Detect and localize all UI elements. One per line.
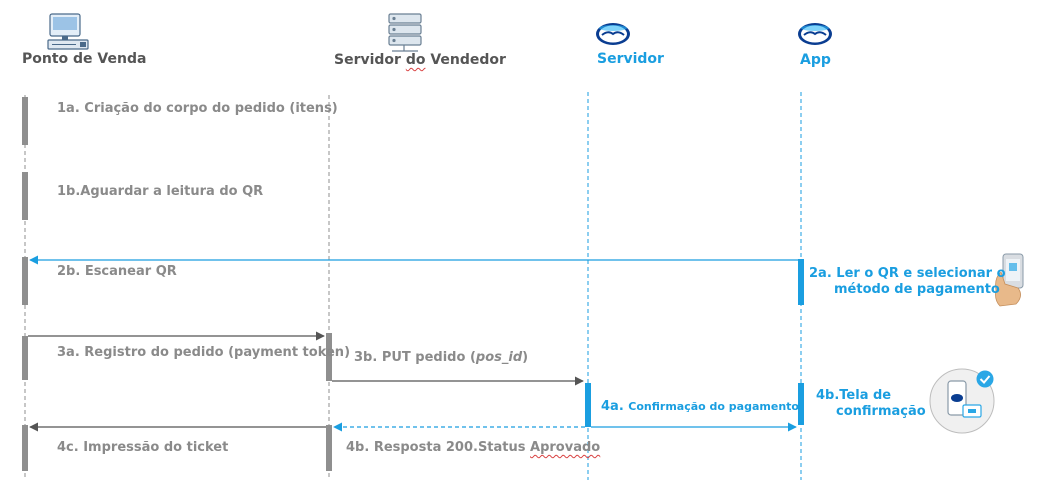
participant-label-suffix: Vendedor: [425, 52, 506, 68]
step-4b-app-line1: 4b.Tela de: [816, 388, 892, 403]
step-4c-label: 4c. Impressão do ticket: [57, 440, 229, 455]
activation-bar: [22, 425, 28, 471]
step-1a-label: 1a. Criação do corpo do pedido (itens): [57, 101, 338, 116]
participant-label-prefix: Servidor: [334, 52, 406, 68]
step-1b-label: 1b.Aguardar a leitura do QR: [57, 184, 264, 199]
activation-bar: [22, 336, 28, 380]
participant-label-underlined: do: [405, 52, 426, 68]
step-4a-label: 4a. Confirmação do pagamento: [601, 399, 799, 414]
step-3b-suffix: ): [522, 350, 529, 365]
step-4b-response-underlined: Aprovado: [530, 440, 601, 455]
activation-bar: [326, 333, 332, 381]
participant-ponto-de-venda: Ponto de Venda: [22, 51, 147, 67]
activation-bar: [326, 425, 332, 471]
server-rack-icon: [388, 13, 422, 52]
handshake-logo-icon: [798, 23, 832, 45]
step-3b-italic: pos_id: [475, 350, 523, 365]
step-2b-label: 2b. Escanear QR: [57, 264, 177, 279]
step-2a-label-line1: 2a. Ler o QR e selecionar o: [809, 266, 1006, 281]
phone-payment-confirmed-icon: [929, 368, 995, 434]
step-3b-label: 3b. PUT pedido (pos_id): [354, 350, 528, 365]
participant-servidor-vendedor: Servidor do Vendedor: [334, 52, 506, 68]
participant-app: App: [800, 52, 831, 68]
activation-bar: [22, 257, 28, 305]
handshake-logo-icon: [596, 23, 630, 45]
activation-bar: [798, 259, 804, 305]
step-4b-app-line2: confirmação: [836, 404, 926, 419]
participant-servidor: Servidor: [597, 51, 664, 67]
step-4b-response-prefix: 4b. Resposta 200.Status: [346, 440, 531, 455]
computer-terminal-icon: [47, 13, 89, 50]
step-4a-number: 4a.: [601, 399, 624, 414]
hand-phone-scan-icon: [995, 253, 1024, 307]
activation-bar: [22, 97, 28, 145]
step-4a-text: Confirmação do pagamento: [628, 400, 799, 413]
activation-bar: [585, 383, 591, 427]
step-3a-label: 3a. Registro do pedido (payment token): [57, 345, 351, 360]
step-3b-prefix: 3b. PUT pedido (: [354, 350, 476, 365]
activation-bar: [798, 383, 804, 425]
step-4b-response-label: 4b. Resposta 200.Status Aprovado: [346, 440, 600, 455]
activation-bar: [22, 172, 28, 220]
step-2a-label-line2: método de pagamento: [834, 282, 1000, 297]
